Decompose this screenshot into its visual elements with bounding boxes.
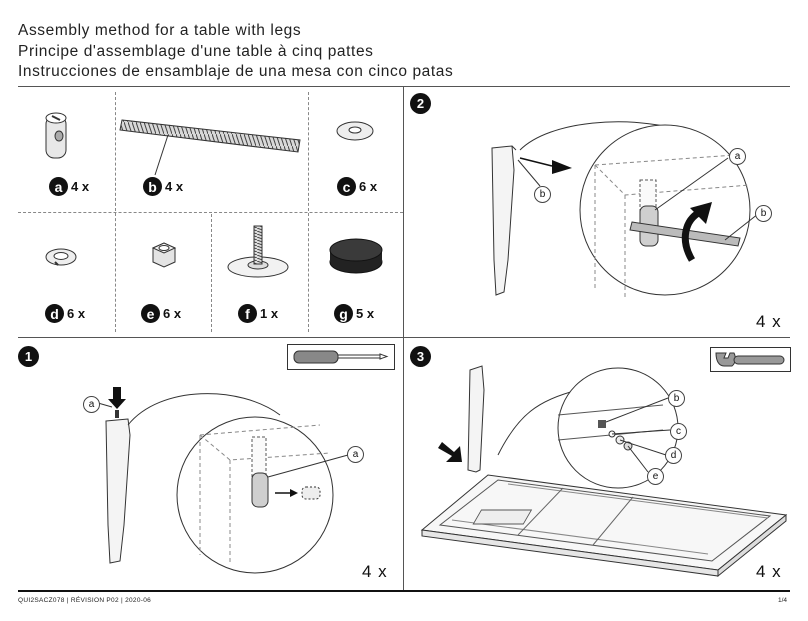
middle-divider [18,337,790,338]
parts-grid-row-divider [18,212,403,213]
part-quantity: 6 x [163,306,182,321]
part-quantity: 4 x [165,179,184,194]
step-1-callout-a: a [347,446,364,463]
title-spanish: Instrucciones de ensamblaje de una mesa … [18,63,454,80]
screwdriver-icon [293,350,389,364]
step-2-multiplier: 4 x [756,312,782,331]
part-d-label: d 6 x [45,304,85,323]
center-divider [403,86,404,591]
step-3-callout-b: b [668,390,685,407]
part-letter-badge: d [45,304,64,323]
step-2-badge: 2 [410,93,431,114]
part-b-label: b 4 x [143,177,183,196]
step-3-callout-c: c [670,423,687,440]
step-1-badge: 1 [18,346,39,367]
title-french: Principe d'assemblage d'une table à cinq… [18,43,374,60]
part-letter-badge: f [238,304,257,323]
barrel-nut-icon [45,112,67,159]
tool-box [710,347,791,372]
step-1-multiplier: 4 x [362,562,388,581]
part-quantity: 1 x [260,306,279,321]
part-c-label: c 6 x [337,177,377,196]
part-quantity: 6 x [67,306,86,321]
step-3-illustration [420,365,788,578]
part-g-label: g 5 x [334,304,374,323]
step-3-callout-d: d [665,447,682,464]
footer-reference: QUI2SACZ078 | RÉVISION P02 | 2020-06 [18,597,152,604]
part-letter-badge: c [337,177,356,196]
title-english: Assembly method for a table with legs [18,22,302,39]
part-letter-badge: b [143,177,162,196]
parts-grid-col-divider [211,214,212,332]
step-1-illustration [97,387,349,574]
step-2-callout-b: b [755,205,772,222]
step-1-callout-a: a [83,396,100,413]
step-3-callout-e: e [647,468,664,485]
header-divider [18,86,790,87]
part-e-label: e 6 x [141,304,181,323]
flat-washer-icon [336,121,374,141]
felt-pad-icon [329,238,383,274]
step-3-badge: 3 [410,346,431,367]
part-letter-badge: e [141,304,160,323]
lock-washer-icon [45,248,77,266]
page-number: 1/4 [778,597,788,604]
part-quantity: 4 x [71,179,90,194]
threaded-rod-icon [119,119,301,176]
parts-grid-col-divider [115,92,116,332]
leveling-foot-icon [227,225,289,278]
hex-nut-icon [151,242,177,268]
footer-divider [18,590,790,592]
part-f-label: f 1 x [238,304,278,323]
wrench-icon [715,352,785,367]
part-a-label: a 4 x [49,177,89,196]
parts-grid-col-divider [308,92,309,332]
part-quantity: 5 x [356,306,375,321]
step-2-illustration [491,121,759,300]
part-letter-badge: a [49,177,68,196]
step-2-callout-a: a [729,148,746,165]
tool-box [287,344,395,370]
step-3-multiplier: 4 x [756,562,782,581]
step-2-callout-b: b [534,186,551,203]
part-quantity: 6 x [359,179,378,194]
part-letter-badge: g [334,304,353,323]
